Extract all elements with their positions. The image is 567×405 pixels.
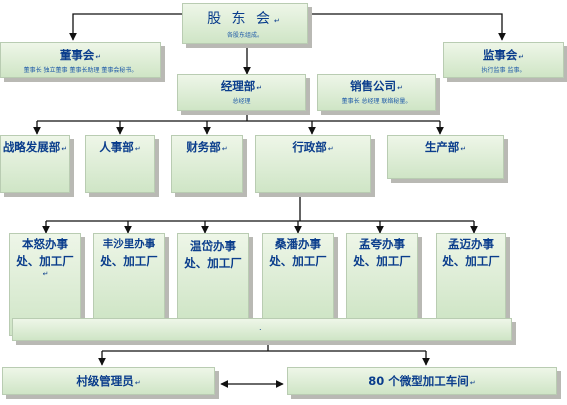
return-mark: ↵: [460, 145, 467, 153]
connector-shareholders-supervisors: [308, 13, 506, 41]
village-managers-box[interactable]: 村级管理员↵: [2, 367, 215, 395]
sales-box[interactable]: 销售公司↵ 董事长 总经理 联络秘量。: [317, 74, 436, 111]
office-2-line2: 处、加工厂: [100, 254, 158, 268]
board-title: 董事会: [59, 48, 95, 62]
office-5[interactable]: 孟夸办事 处、加工厂: [346, 233, 418, 319]
dept-hr[interactable]: 人事部↵: [85, 135, 155, 193]
office-6[interactable]: 孟迈办事 处、加工厂: [436, 233, 506, 319]
dept-hr-label: 人事部: [99, 140, 134, 154]
return-mark: ↵: [469, 379, 476, 387]
office-6-line2: 处、加工厂: [442, 254, 500, 268]
shareholders-subtitle: 各股东组成。: [226, 32, 263, 39]
office-3-line2: 处、加工厂: [184, 256, 242, 270]
sales-subtitle: 董事长 总经理 联络秘量。: [341, 98, 412, 105]
manager-box[interactable]: 经理部↵ 总经理: [177, 74, 306, 111]
office-4-line2: 处、加工厂: [269, 254, 327, 268]
merge-bar-mark: .: [259, 323, 262, 332]
village-managers-label: 村级管理员: [76, 374, 134, 388]
office-4-line1: 桑潘办事: [275, 237, 321, 251]
office-3-line1: 温岱办事: [190, 239, 236, 253]
dept-strategy[interactable]: 战略发展部↵: [0, 135, 70, 193]
dept-finance-label: 财务部: [186, 140, 221, 154]
return-mark: ↵: [221, 145, 228, 153]
office-2[interactable]: 丰沙里办事 处、加工厂: [93, 233, 165, 319]
return-mark: ↵: [256, 84, 263, 92]
return-mark: ↵: [134, 379, 141, 387]
shareholders-box[interactable]: 股 东 会↵ 各股东组成。: [182, 3, 308, 44]
office-1-line1: 本怒办事: [22, 237, 68, 251]
office-5-line1: 孟夸办事: [359, 237, 405, 251]
workshops-box[interactable]: 80 个微型加工车间↵: [287, 367, 557, 395]
supervisors-title: 监事会: [482, 48, 518, 62]
dept-production-label: 生产部: [424, 140, 460, 154]
manager-title: 经理部: [220, 79, 256, 93]
supervisors-box[interactable]: 监事会↵ 执行监事 监事。: [443, 42, 564, 78]
office-1-line2: 处、加工厂: [16, 254, 74, 268]
board-box[interactable]: 董事会↵ 董事长 独立董事 董事长助理 董事会秘书。: [0, 42, 161, 78]
office-6-line1: 孟迈办事: [448, 237, 494, 251]
sales-title: 销售公司: [350, 79, 397, 93]
return-mark: ↵: [327, 145, 334, 153]
return-mark: ↵: [397, 84, 403, 92]
supervisors-subtitle: 执行监事 监事。: [481, 67, 526, 74]
board-subtitle: 董事长 独立董事 董事长助理 董事会秘书。: [23, 67, 138, 74]
office-3[interactable]: 温岱办事 处、加工厂: [177, 233, 249, 319]
connector-shareholders-board: [69, 13, 182, 41]
return-mark: ↵: [518, 53, 525, 61]
return-mark: ↵: [95, 53, 102, 61]
merge-bar: .: [12, 318, 512, 341]
return-mark: ↵: [42, 270, 49, 278]
office-2-line1: 丰沙里办事: [102, 238, 156, 250]
return-mark: ↵: [274, 17, 283, 25]
dept-finance[interactable]: 财务部↵: [171, 135, 243, 193]
dept-admin-label: 行政部: [292, 140, 327, 154]
shareholders-title: 股 东 会: [207, 11, 274, 27]
dept-production[interactable]: 生产部↵: [387, 135, 504, 179]
dept-strategy-label: 战略发展部: [2, 140, 61, 154]
office-5-line2: 处、加工厂: [353, 254, 411, 268]
office-4[interactable]: 桑潘办事 处、加工厂: [262, 233, 334, 319]
dept-admin[interactable]: 行政部↵: [255, 135, 371, 193]
workshops-label: 80 个微型加工车间: [368, 374, 469, 388]
return-mark: ↵: [134, 145, 141, 153]
return-mark: ↵: [61, 145, 68, 153]
manager-subtitle: 总经理: [232, 98, 251, 105]
